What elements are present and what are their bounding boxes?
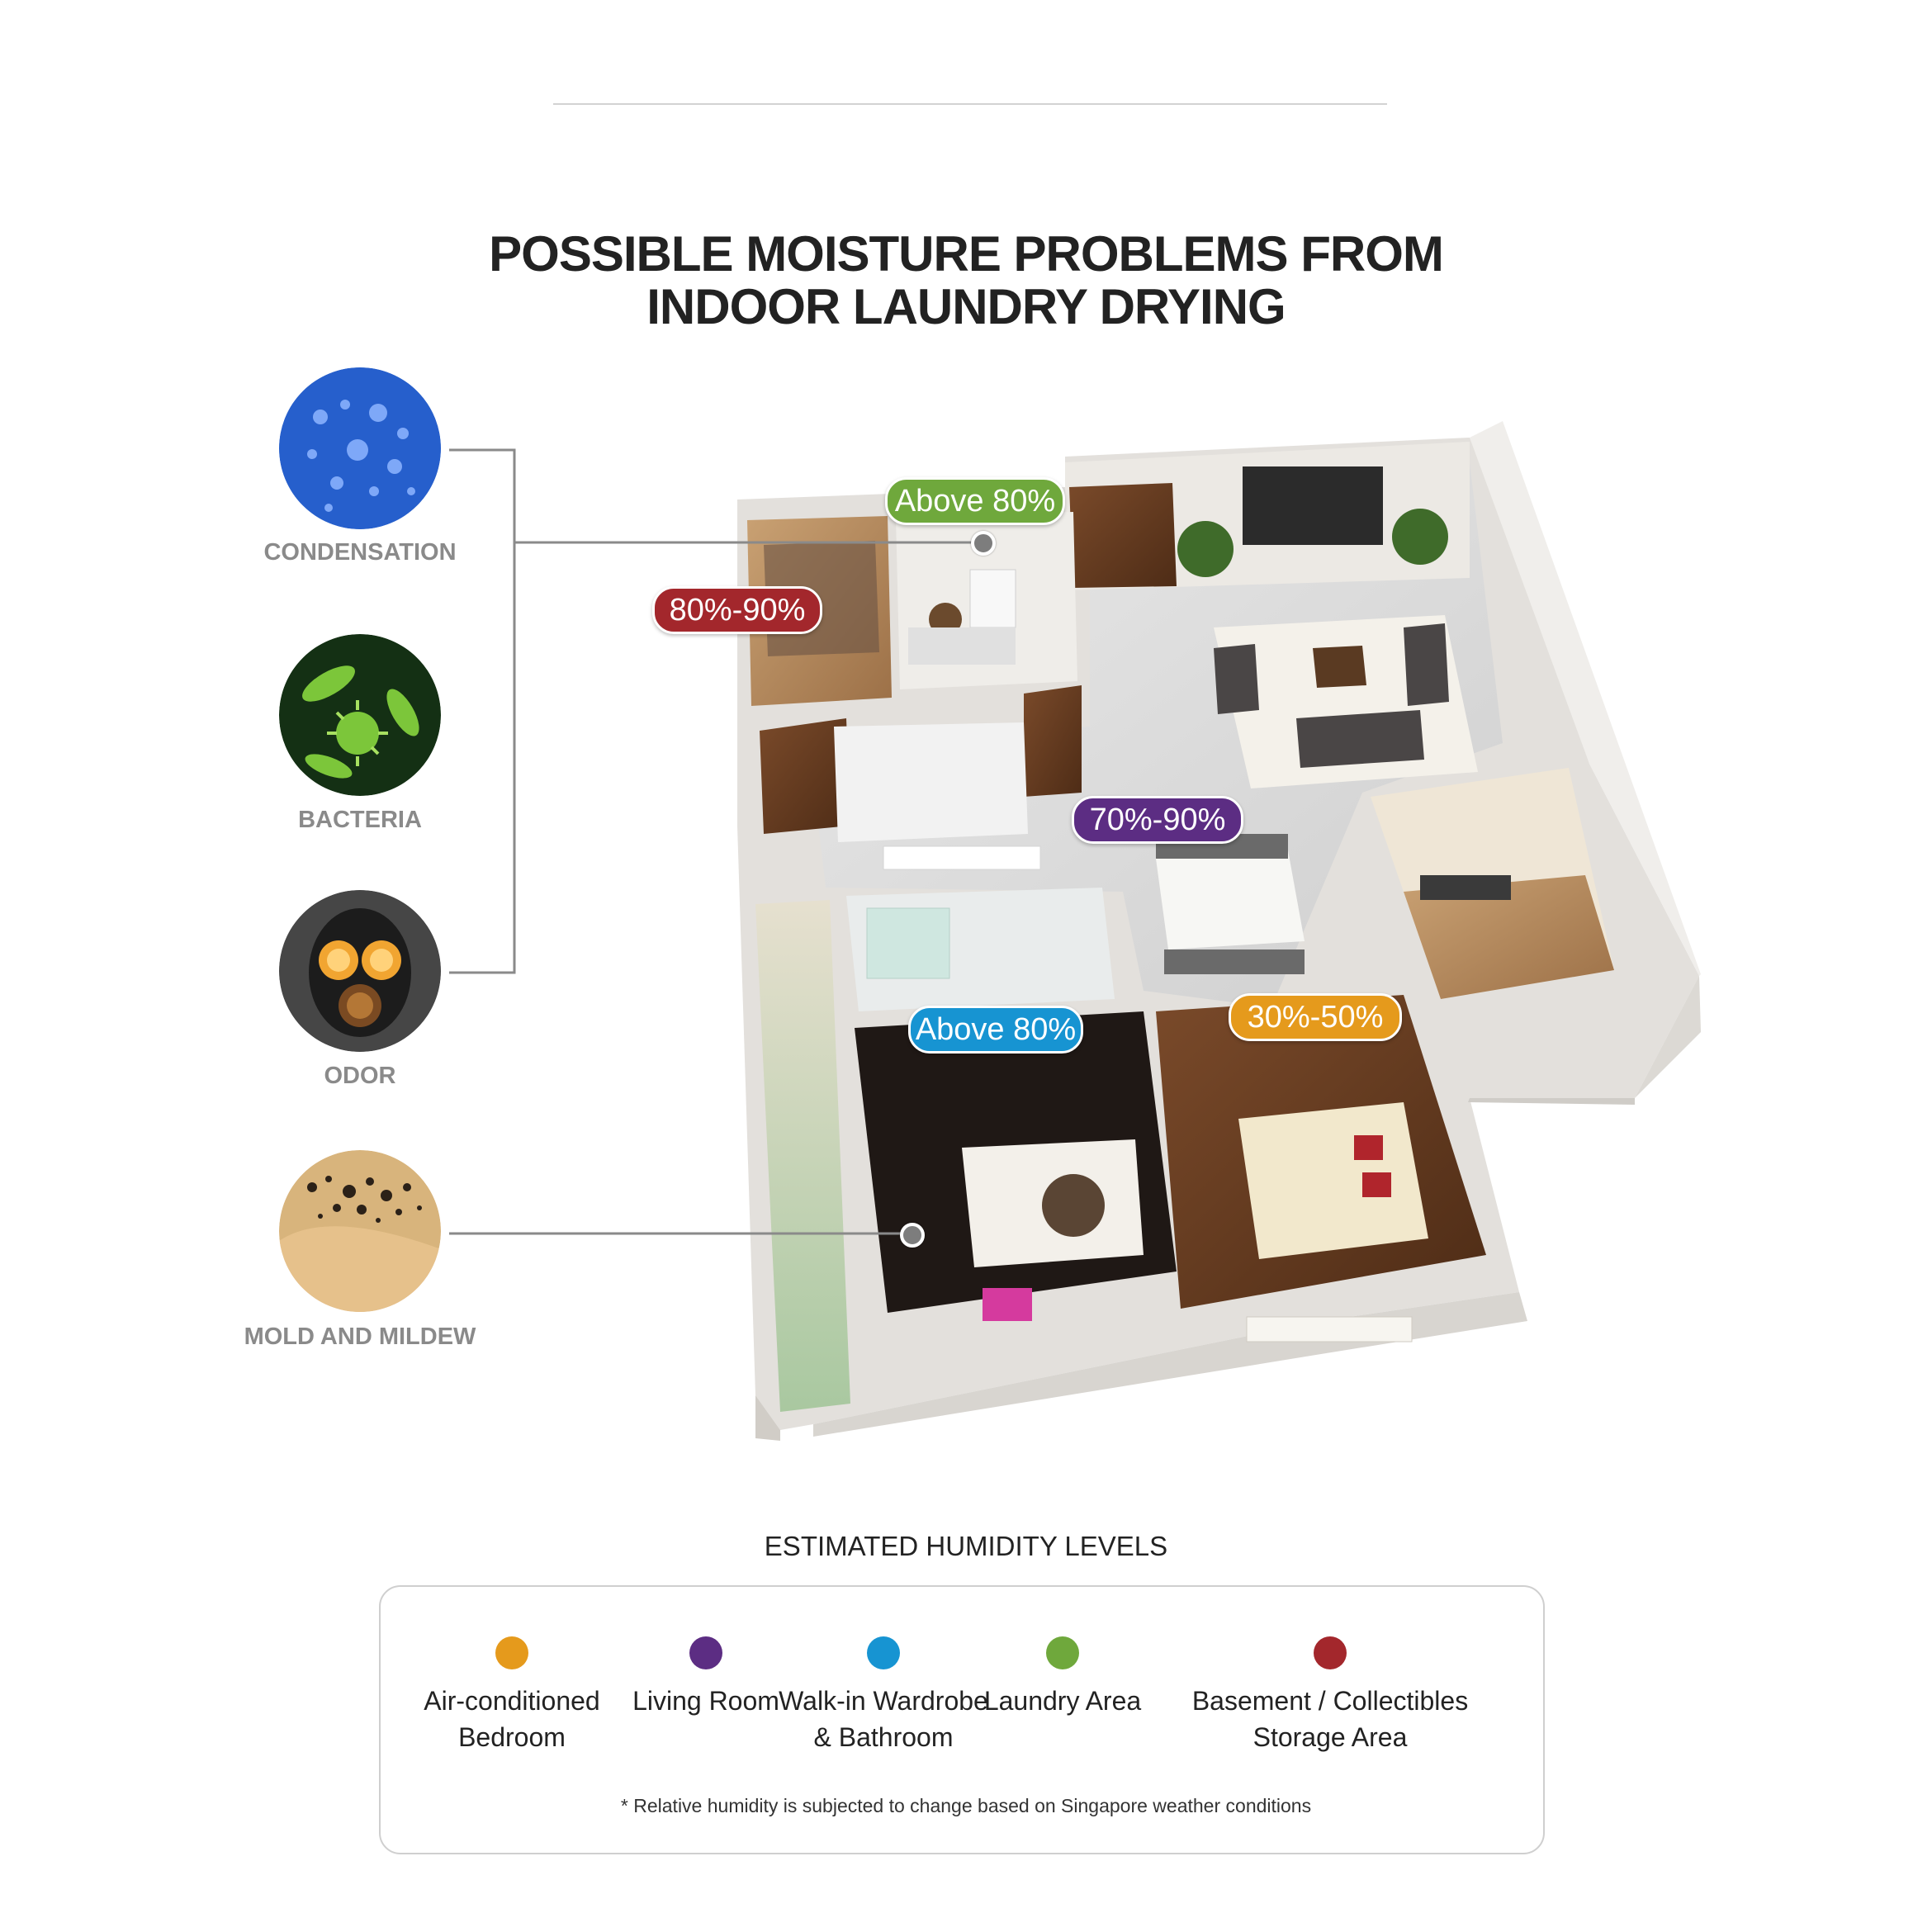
plant-left bbox=[1177, 521, 1234, 577]
wardrobe-ottoman bbox=[1042, 1174, 1105, 1237]
legend-panel: Air-conditioned Bedroom Living Room Walk… bbox=[379, 1585, 1545, 1854]
legend-label-wardrobe: Walk-in Wardrobe & Bathroom bbox=[779, 1686, 988, 1752]
legend-dot-living-room bbox=[689, 1636, 722, 1669]
kitchen-floor bbox=[834, 722, 1028, 842]
utility-door bbox=[1024, 685, 1082, 797]
bacteria-icon bbox=[279, 634, 441, 796]
legend-dot-wardrobe bbox=[867, 1636, 900, 1669]
gas-mask-icon bbox=[279, 890, 441, 1052]
legend-dot-laundry bbox=[1046, 1636, 1079, 1669]
bacteria-label: BACTERIA bbox=[298, 807, 422, 833]
entrance-door bbox=[1069, 483, 1177, 588]
legend-label-laundry: Laundry Area bbox=[983, 1686, 1142, 1716]
kitchen-door bbox=[760, 718, 850, 834]
laundry-location-dot bbox=[971, 531, 996, 556]
drying-rack bbox=[908, 627, 1016, 665]
coffee-table bbox=[1313, 646, 1366, 688]
laundry-humidity-badge: Above 80% bbox=[885, 477, 1065, 525]
storage-humidity-badge: 80%-90% bbox=[652, 586, 822, 634]
legend-label-storage: Basement / Collectibles Storage Area bbox=[1191, 1686, 1469, 1752]
humidity-footnote: * Relative humidity is subjected to chan… bbox=[620, 1795, 1312, 1816]
bedroom-humidity-badge: 30%-50% bbox=[1229, 993, 1402, 1041]
legend-item-wardrobe: Walk-in Wardrobe & Bathroom bbox=[768, 1636, 999, 1755]
study-desk bbox=[1420, 875, 1511, 900]
wardrobe-humidity-badge: Above 80% bbox=[908, 1006, 1083, 1054]
legend-dot-bedroom bbox=[495, 1636, 528, 1669]
mold-and-mildew-label: MOLD AND MILDEW bbox=[244, 1324, 476, 1350]
legend-item-living-room: Living Room bbox=[590, 1636, 822, 1719]
legend-item-bedroom: Air-conditioned Bedroom bbox=[396, 1636, 627, 1755]
legend-title: ESTIMATED HUMIDITY LEVELS bbox=[764, 1531, 1168, 1561]
legend-item-laundry: Laundry Area bbox=[947, 1636, 1178, 1719]
water-droplets-icon bbox=[279, 367, 441, 529]
legend-dot-storage bbox=[1314, 1636, 1347, 1669]
legend-item-storage: Basement / Collectibles Storage Area bbox=[1157, 1636, 1503, 1755]
bed-pillow-1 bbox=[1354, 1135, 1383, 1160]
legend-label-bedroom: Air-conditioned Bedroom bbox=[424, 1686, 600, 1752]
sofa-right bbox=[1404, 623, 1449, 706]
balcony-planter bbox=[755, 900, 850, 1412]
dining-table bbox=[1156, 850, 1305, 949]
legend-label-living-room: Living Room bbox=[632, 1686, 779, 1716]
washing-machine bbox=[969, 569, 1016, 628]
mold-icon bbox=[279, 1150, 441, 1312]
top-divider bbox=[553, 103, 1387, 105]
front-windows bbox=[1246, 1316, 1413, 1342]
kitchen-counter bbox=[883, 845, 1041, 870]
shower-glass bbox=[866, 907, 950, 979]
wardrobe-pink-bag bbox=[983, 1288, 1032, 1321]
odor-label: ODOR bbox=[324, 1063, 396, 1089]
title-line-2: INDOOR LAUNDRY DRYING bbox=[646, 279, 1286, 334]
living-room-floor bbox=[809, 462, 1503, 1007]
study-room-floor bbox=[1404, 875, 1614, 999]
sofa-front bbox=[1296, 710, 1424, 768]
title-line-1: POSSIBLE MOISTURE PROBLEMS FROM bbox=[489, 226, 1444, 282]
sofa-left bbox=[1214, 644, 1259, 714]
condensation-label: CONDENSATION bbox=[263, 539, 457, 566]
dining-chairs-bottom bbox=[1164, 949, 1305, 974]
plant-right bbox=[1392, 509, 1448, 565]
living-room-humidity-badge: 70%-90% bbox=[1072, 796, 1243, 844]
wardrobe-location-dot bbox=[900, 1223, 925, 1248]
bed-pillow-2 bbox=[1362, 1172, 1391, 1197]
tv bbox=[1243, 466, 1383, 545]
